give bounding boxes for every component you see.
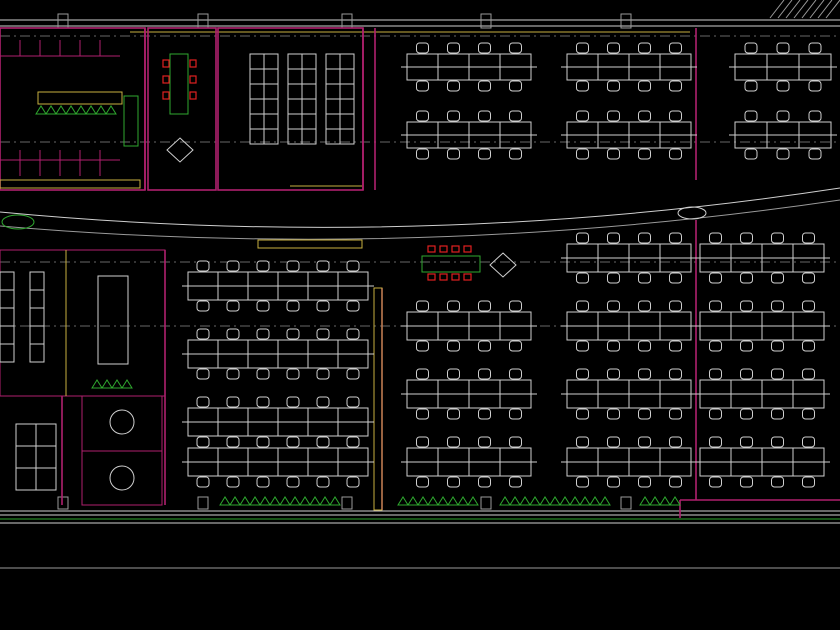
curved-walkway (0, 187, 840, 240)
building-shell (0, 0, 840, 569)
workstation-clusters (0, 42, 837, 491)
room-partitions (0, 27, 840, 518)
planter-rows (35, 105, 681, 506)
feature-furniture (97, 53, 707, 491)
